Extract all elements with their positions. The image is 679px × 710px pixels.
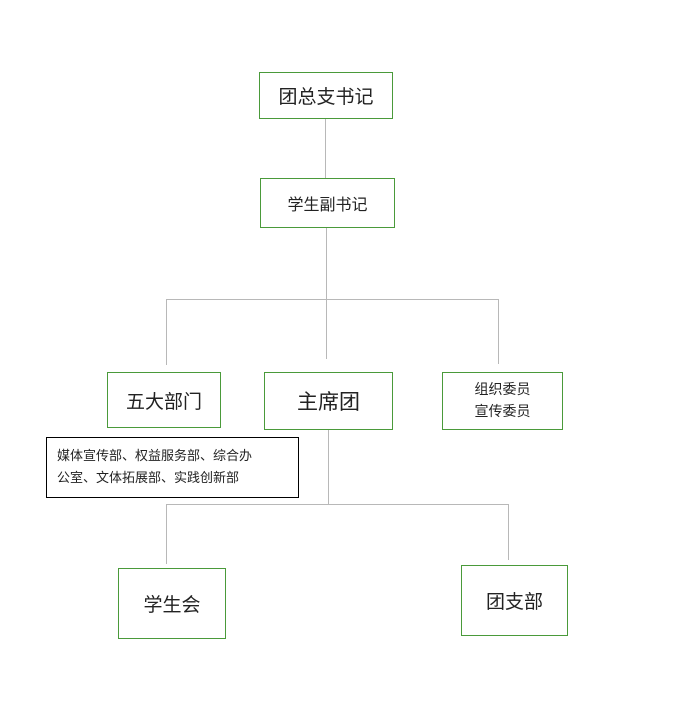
node-presidium-label: 主席团 — [297, 390, 360, 414]
node-departments: 五大部门 — [107, 372, 221, 428]
note-department-list: 媒体宣传部、权益服务部、综合办 公室、文体拓展部、实践创新部 — [46, 437, 299, 498]
connector-to-league-branch — [508, 504, 509, 560]
node-student-union-label: 学生会 — [143, 594, 201, 616]
connector-horizontal-top — [166, 299, 499, 300]
connector-horizontal-bottom — [166, 504, 509, 505]
node-secretary-label: 团总支书记 — [278, 86, 374, 108]
connector-to-departments — [166, 299, 167, 365]
node-league-branch-label: 团支部 — [485, 591, 543, 613]
node-committee-line1: 组织委员 — [474, 382, 531, 398]
node-deputy-label: 学生副书记 — [287, 195, 368, 214]
node-presidium: 主席团 — [264, 372, 393, 430]
connector-to-presidium — [326, 299, 327, 359]
connector-deputy-branch — [326, 227, 327, 299]
note-department-list-line1: 媒体宣传部、权益服务部、综合办 — [57, 448, 253, 464]
node-committee: 组织委员 宣传委员 — [442, 372, 563, 430]
connector-to-student-union — [166, 504, 167, 564]
node-league-branch: 团支部 — [461, 565, 568, 636]
node-student-union: 学生会 — [118, 568, 226, 639]
node-secretary: 团总支书记 — [259, 72, 393, 119]
connector-to-committee — [498, 299, 499, 364]
node-deputy: 学生副书记 — [260, 178, 395, 228]
node-committee-line2: 宣传委员 — [474, 404, 531, 420]
connector-presidium-down — [328, 429, 329, 504]
note-department-list-line2: 公室、文体拓展部、实践创新部 — [57, 470, 240, 486]
connector-secretary-deputy — [325, 118, 326, 178]
node-departments-label: 五大部门 — [125, 390, 202, 413]
